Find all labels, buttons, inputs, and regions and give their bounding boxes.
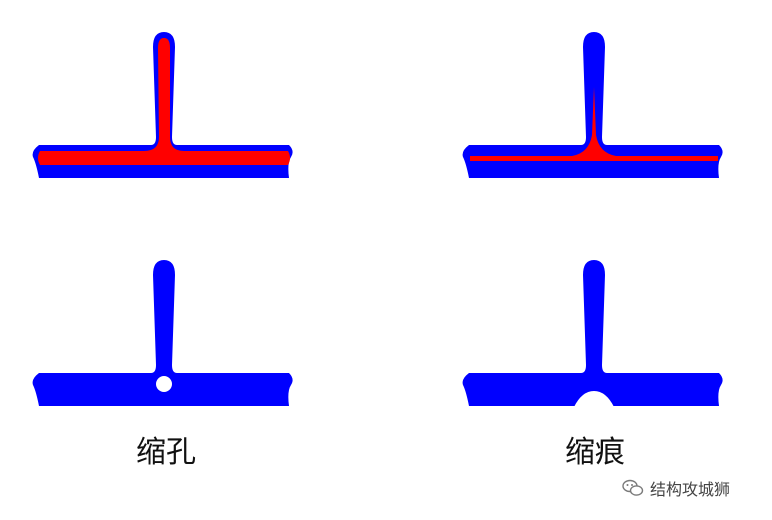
caption-shrinkage-hole: 缩孔 xyxy=(136,435,196,470)
solid-body xyxy=(462,260,723,406)
shrinkage-void xyxy=(156,376,172,392)
watermark: 结构攻城狮 xyxy=(622,478,731,499)
tjoint-shrinkage-hole xyxy=(32,260,293,406)
caption-sink-mark: 缩痕 xyxy=(565,435,625,470)
wechat-icon xyxy=(622,479,644,496)
watermark-text: 结构攻城狮 xyxy=(650,480,731,499)
tjoint-sink-mark xyxy=(462,260,723,407)
molten-core xyxy=(38,38,290,165)
tjoint-cooling-hole xyxy=(32,32,293,178)
tjoint-cooling-sink xyxy=(462,32,723,178)
molten-core xyxy=(470,87,718,161)
sink-depression xyxy=(574,391,614,407)
